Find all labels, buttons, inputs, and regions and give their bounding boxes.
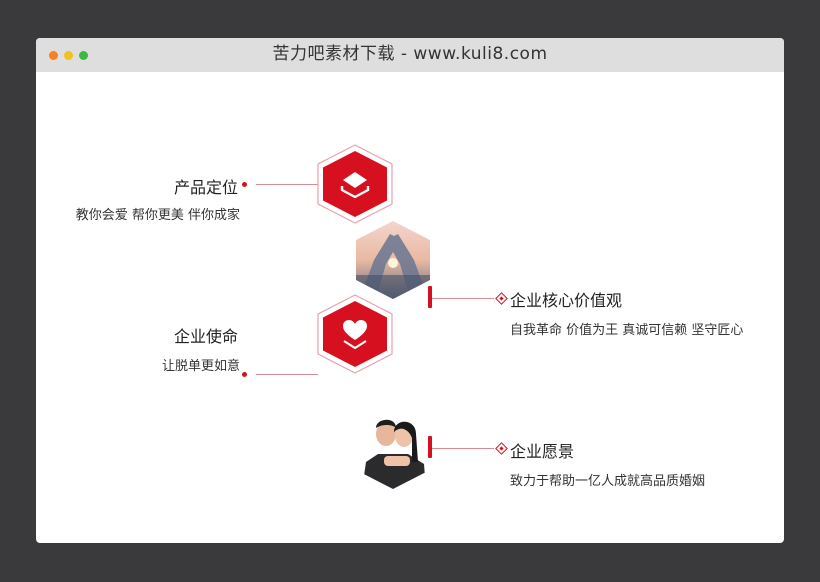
item-title-mission: 企业使命 <box>173 327 238 346</box>
tab-marker <box>428 286 432 308</box>
connector-line <box>432 298 494 299</box>
item-title-vision: 企业愿景 <box>510 442 575 461</box>
item-subtitle-positioning: 教你会爱 帮你更美 伴你成家 <box>75 208 240 223</box>
browser-window: 苦力吧素材下载 - www.kuli8.com 产品定位 教你会爱 帮你更美 伴… <box>36 38 784 543</box>
close-window-button[interactable] <box>49 51 58 60</box>
timeline-content: 产品定位 教你会爱 帮你更美 伴你成家 <box>36 72 784 543</box>
item-title-values: 企业核心价值观 <box>510 291 623 310</box>
item-subtitle-vision: 致力于帮助一亿人成就高品质婚姻 <box>510 474 706 489</box>
heart-icon <box>343 320 367 350</box>
couple-photo <box>356 411 430 489</box>
tab-marker <box>428 436 432 458</box>
hexagon-photo-values <box>356 221 430 299</box>
item-title-positioning: 产品定位 <box>173 178 238 197</box>
layers-icon <box>340 172 370 199</box>
connector-line <box>256 184 318 185</box>
item-subtitle-values: 自我革命 价值为王 真诚可信赖 坚守匠心 <box>510 323 744 338</box>
minimize-window-button[interactable] <box>64 51 73 60</box>
maximize-window-button[interactable] <box>79 51 88 60</box>
item-subtitle-mission: 让脱单更如意 <box>161 359 240 374</box>
hexagon-photo-vision <box>356 411 430 489</box>
bullet-dot <box>242 372 247 377</box>
connector-line <box>256 374 318 375</box>
hexagon-mission <box>317 294 393 374</box>
bullet-dot <box>242 182 247 187</box>
window-title: 苦力吧素材下载 - www.kuli8.com <box>272 44 548 64</box>
hexagon-positioning <box>317 144 393 224</box>
connector-line <box>432 448 494 449</box>
title-bar: 苦力吧素材下载 - www.kuli8.com <box>36 38 784 72</box>
diamond-bullet-icon <box>495 292 508 305</box>
diamond-bullet-icon <box>495 442 508 455</box>
